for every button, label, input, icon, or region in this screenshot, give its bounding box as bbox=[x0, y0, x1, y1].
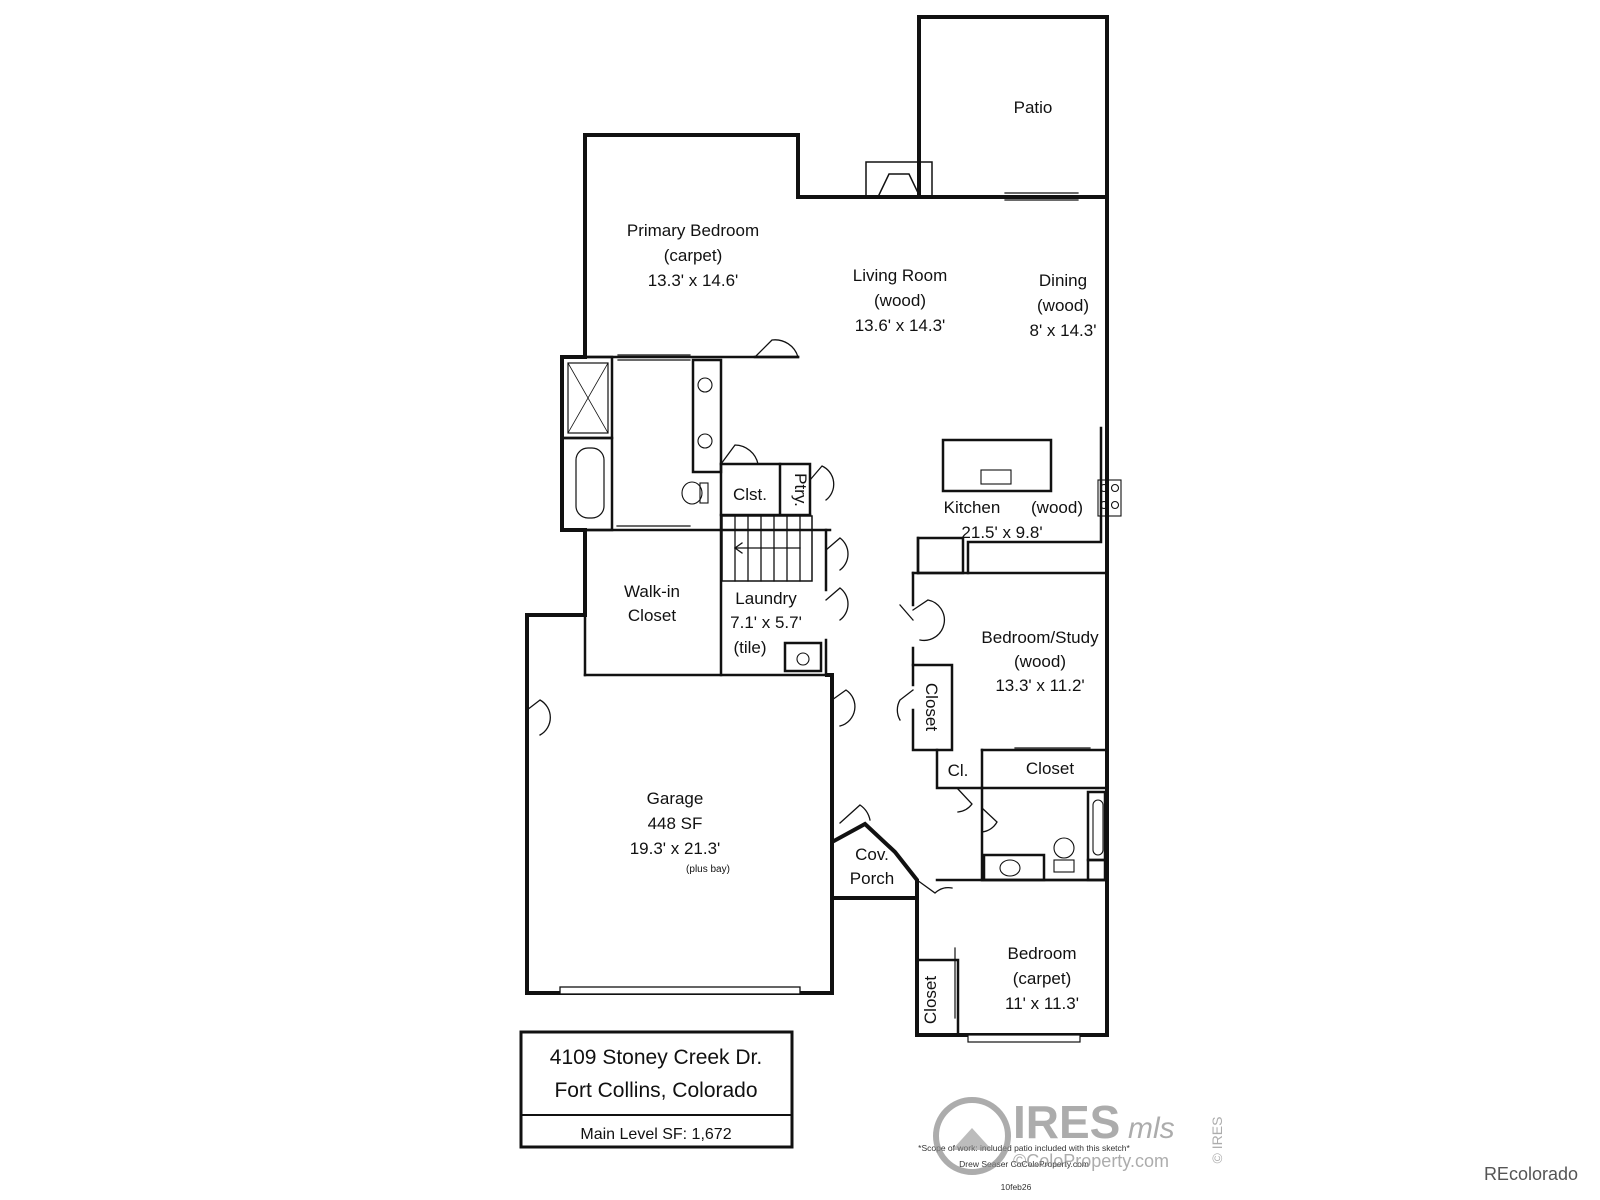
watermark-main: IRES bbox=[1013, 1096, 1120, 1148]
living-room-floor: (wood) bbox=[874, 291, 926, 310]
walkin-closet-line1: Walk-in bbox=[624, 582, 680, 601]
primary-bedroom-floor: (carpet) bbox=[664, 246, 723, 265]
ires-logo-icon bbox=[933, 1097, 1011, 1175]
garage-note: (plus bay) bbox=[686, 864, 730, 875]
pantry-label: Ptry. bbox=[791, 473, 810, 507]
living-room-dims: 13.6' x 14.3' bbox=[855, 316, 946, 335]
primary-bedroom-dims: 13.3' x 14.6' bbox=[648, 271, 739, 290]
primary-bedroom-name: Primary Bedroom bbox=[627, 221, 759, 240]
kitchen-dims: 21.5' x 9.8' bbox=[961, 523, 1042, 542]
footnote-scope: *Scope of work: included patio included … bbox=[918, 1143, 1130, 1153]
dining-dims: 8' x 14.3' bbox=[1030, 321, 1097, 340]
living-room-name: Living Room bbox=[853, 266, 948, 285]
footnote-credit: Drew Seaser CoColoProperty.com bbox=[959, 1159, 1089, 1169]
cov-porch-line2: Porch bbox=[850, 869, 894, 888]
garage-sf: 448 SF bbox=[648, 814, 703, 833]
patio-label: Patio bbox=[1014, 98, 1053, 117]
kitchen-name: Kitchen bbox=[944, 498, 1001, 517]
watermark-vertical: © IRES bbox=[1209, 1117, 1225, 1164]
laundry-name: Laundry bbox=[735, 589, 797, 608]
sliding-doors bbox=[616, 192, 1091, 1043]
laundry-floor: (tile) bbox=[733, 638, 766, 657]
footnote-date: 10feb26 bbox=[1001, 1182, 1032, 1192]
address-box: 4109 Stoney Creek Dr. Fort Collins, Colo… bbox=[519, 1030, 794, 1149]
walkin-closet-line2: Closet bbox=[628, 606, 676, 625]
ires-watermark: IRES mls ©ColoProperty.com © IRES bbox=[933, 1096, 1225, 1175]
interior-walls bbox=[560, 355, 1109, 1037]
recolorado-brand: REcolorado bbox=[1483, 1164, 1578, 1184]
closet-horizontal-label: Closet bbox=[1026, 759, 1074, 778]
bedroom-floor: (carpet) bbox=[1013, 969, 1072, 988]
main-level-sf: Main Level SF: 1,672 bbox=[580, 1126, 731, 1143]
dining-floor: (wood) bbox=[1037, 296, 1089, 315]
bedroom-closet-label: Closet bbox=[921, 976, 940, 1024]
bedroom-dims: 11' x 11.3' bbox=[1005, 994, 1079, 1013]
bedroom-study-name: Bedroom/Study bbox=[981, 628, 1099, 647]
kitchen-floor: (wood) bbox=[1031, 498, 1083, 517]
stairs bbox=[733, 515, 801, 582]
bedroom-study-floor: (wood) bbox=[1014, 652, 1066, 671]
door-swings bbox=[526, 339, 998, 894]
dining-name: Dining bbox=[1039, 271, 1087, 290]
bedroom-name: Bedroom bbox=[1008, 944, 1077, 963]
closet-small-label: Clst. bbox=[733, 485, 767, 504]
laundry-dims: 7.1' x 5.7' bbox=[730, 613, 802, 632]
garage-name: Garage bbox=[647, 789, 704, 808]
garage-door bbox=[559, 986, 801, 995]
closet-cl-label: Cl. bbox=[948, 761, 969, 780]
watermark-script: mls bbox=[1128, 1112, 1175, 1145]
closet-vertical-label: Closet bbox=[922, 683, 941, 731]
address-line2: Fort Collins, Colorado bbox=[554, 1079, 757, 1102]
address-line1: 4109 Stoney Creek Dr. bbox=[550, 1046, 762, 1069]
watermark-url: ©ColoProperty.com bbox=[1013, 1151, 1169, 1171]
room-labels: Patio Primary Bedroom (carpet) 13.3' x 1… bbox=[624, 98, 1099, 1024]
bedroom-study-dims: 13.3' x 11.2' bbox=[995, 676, 1084, 695]
garage-dims: 19.3' x 21.3' bbox=[630, 839, 721, 858]
fireplace bbox=[865, 161, 933, 199]
fixtures bbox=[681, 377, 1122, 877]
cov-porch-line1: Cov. bbox=[855, 845, 889, 864]
footnote: *Scope of work: included patio included … bbox=[918, 1143, 1130, 1192]
